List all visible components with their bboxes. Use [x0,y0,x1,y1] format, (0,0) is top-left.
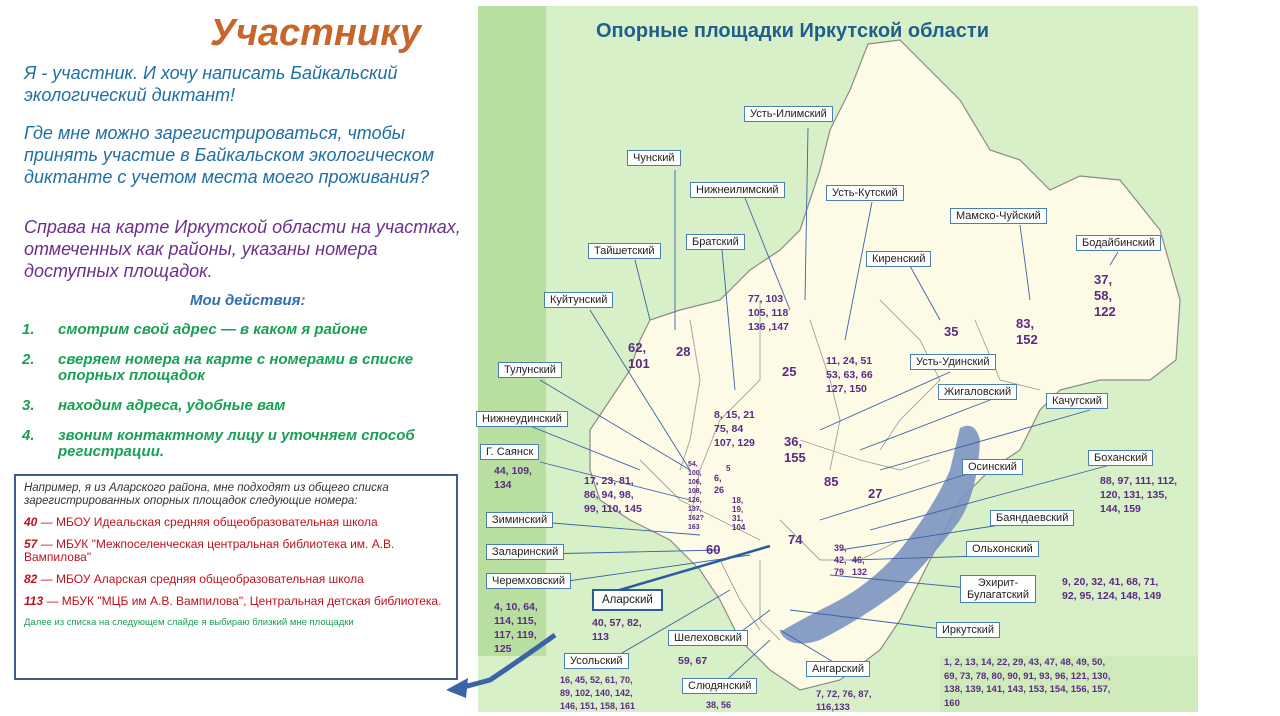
site-numbers: 62, 101 [628,340,650,371]
example-item: 113 — МБУК "МЦБ им А.В. Вампилова", Цент… [24,594,442,608]
site-numbers: 60 [706,542,721,557]
site-numbers: 8, 15, 21 75, 84 107, 129 [714,409,755,449]
step-item: 3.находим адреса, удобные вам [22,397,286,414]
example-footer: Далее из списка на следующем слайде я вы… [24,617,354,628]
site-numbers: 17, 23, 81, 86, 94, 98, 99, 110, 145 [584,475,642,515]
step-item: 2.сверяем номера на карте с номерами в с… [22,351,414,384]
district-label: Черемховский [486,573,572,589]
site-numbers: 35 [944,324,959,339]
district-label: Мамско-Чуйский [950,208,1047,224]
step-item: 4.звоним контактному лицу и уточняем спо… [22,427,415,460]
example-item: 82 — МБОУ Аларская средняя общеобразоват… [24,572,364,586]
map-strip [940,656,1198,712]
site-numbers: 54, 100, 106, 108, 126, 137, 162? 163 [688,461,704,531]
site-numbers: 28 [676,344,691,359]
site-numbers: 1, 2, 13, 14, 22, 29, 43, 47, 48, 49, 50… [944,657,1111,709]
district-label: Куйтунский [544,292,614,308]
district-label-alar: Аларский [592,589,663,611]
district-label: Бодайбинский [1076,235,1161,251]
site-numbers: 44, 109, 134 [494,465,532,491]
site-numbers: 83, 152 [1016,316,1038,347]
site-numbers: 74 [788,532,803,547]
district-label: Нижнеилимский [690,182,785,198]
site-numbers: 7, 72, 76, 87, 116,133 [816,689,872,713]
district-label: Киренский [866,251,932,267]
example-item: 40 — МБОУ Идеальская средняя общеобразов… [24,515,378,529]
example-intro: Например, я из Аларского района, мне под… [24,482,389,507]
page-title: Участнику [210,12,421,54]
site-numbers: 85 [824,474,839,489]
site-numbers: 40, 57, 82, 113 [592,617,642,643]
district-label: Г. Саянск [480,444,540,460]
example-item: 57 — МБУК "Межпоселенческая центральная … [24,537,395,564]
district-label: Усольский [564,653,629,669]
leader-lines [529,127,1119,687]
site-numbers: 36, 155 [784,434,806,465]
site-numbers: 4, 10, 64, 114, 115, 117, 119, 125 [494,601,538,655]
district-label: Эхирит-Булагатский [960,575,1036,603]
arrowhead-icon [446,678,468,698]
site-numbers: 6, 26 [714,473,725,495]
actions-heading: Мои действия: [190,292,306,309]
site-numbers: 37, 58, 122 [1094,272,1116,319]
district-label: Иркутский [936,622,1000,638]
site-numbers: 77, 103 105, 118 136 ,147 [748,293,789,333]
district-label: Тулунский [498,362,562,378]
map-title: Опорные площадки Иркутской области [596,20,989,42]
step-item: 1.смотрим свой адрес — в каком я районе [22,321,368,338]
curved-arrow [459,632,557,691]
district-label: Зиминский [486,512,554,528]
district-label: Усть-Илимский [744,106,833,122]
district-label: Шелеховский [668,630,748,646]
site-numbers: 18, 19, 31, 104 [732,496,746,532]
region-outline [589,39,1181,691]
intro-text-3: Справа на карте Иркутской области на уча… [24,217,461,281]
site-numbers: 25 [782,364,797,379]
district-borders [639,299,1041,641]
district-label: Усть-Удинский [910,354,996,370]
district-label: Осинский [962,459,1023,475]
site-numbers: 59, 67 [678,655,708,667]
district-label: Нижнеудинский [476,411,568,427]
district-label: Слюдянский [682,678,758,694]
district-label: Баяндаевский [990,510,1075,526]
site-numbers: 27 [868,486,883,501]
site-numbers: 16, 45, 52, 61, 70, 89, 102, 140, 142, 1… [560,675,636,711]
intro-text-2: Где мне можно зарегистрироваться, чтобы … [24,123,435,187]
intro-text-1: Я - участник. И хочу написать Байкальски… [24,63,398,105]
district-label: Ангарский [806,661,871,677]
site-numbers: 88, 97, 111, 112, 120, 131, 135, 144, 15… [1100,475,1178,515]
district-label: Качугский [1046,393,1108,409]
district-label: Жигаловский [938,384,1018,400]
district-label: Чунский [627,150,681,166]
example-box: Например, я из Аларского района, мне под… [14,474,458,680]
district-label: Боханский [1088,450,1154,466]
site-numbers: 38, 56 [706,700,732,710]
site-numbers: 11, 24, 51 53, 63, 66 127, 150 [826,355,873,395]
left-panel: Участнику Я - участник. И хочу написать … [0,0,480,716]
district-label: Братский [686,234,745,250]
steps-list: 1.смотрим свой адрес — в каком я районе … [22,322,462,474]
district-label: Тайшетский [588,243,661,259]
district-label: Усть-Кутский [826,185,904,201]
district-label: Ольхонский [966,541,1039,557]
site-numbers: 5 [726,464,731,473]
site-numbers: 9, 20, 32, 41, 68, 71, 92, 95, 124, 148,… [1062,576,1162,602]
district-label: Заларинский [486,544,565,560]
site-numbers: 46, 132 [852,555,868,577]
site-numbers: 39, 42, 79 [834,543,847,577]
